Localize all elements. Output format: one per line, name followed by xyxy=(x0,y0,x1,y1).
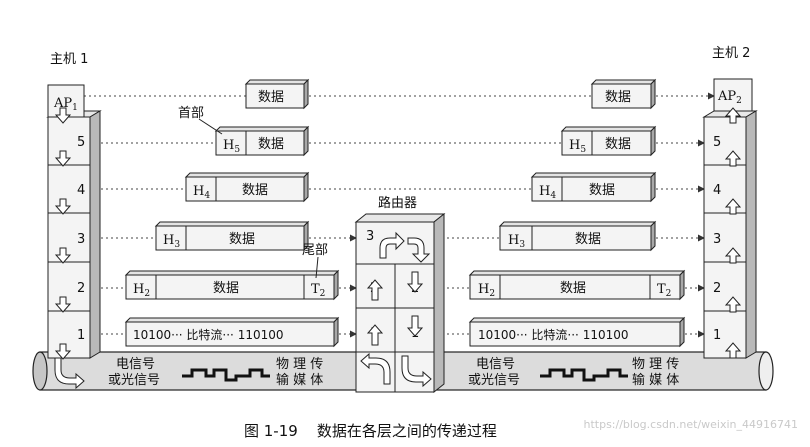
right-packet-app: 数据 xyxy=(590,78,657,110)
curved-arrow-icon xyxy=(401,355,432,388)
down-arrow-icon xyxy=(54,343,72,360)
right-app-data: 数据 xyxy=(605,90,631,105)
left-l2-data: 数据 xyxy=(213,281,239,296)
right-l4-data: 数据 xyxy=(589,183,615,198)
host1-label: 主机 1 xyxy=(50,52,88,67)
trailer-pointer xyxy=(315,256,319,279)
left-signal-waveform xyxy=(182,368,270,382)
right-l2-data: 数据 xyxy=(560,281,586,296)
up-arrow-icon xyxy=(724,107,742,124)
host1-layer-2: 2 xyxy=(77,281,85,296)
host2-layer-numbers: 5 4 3 2 1 xyxy=(713,135,721,343)
left-media-line1: 物 理 传 xyxy=(276,357,323,372)
left-signal-line2: 或光信号 xyxy=(108,373,160,388)
left-h4: H4 xyxy=(193,184,210,201)
left-h5: H5 xyxy=(223,138,240,155)
host1-curved-arrow-icon xyxy=(54,357,85,390)
host1-down-arrows xyxy=(54,107,72,360)
down-arrow-icon xyxy=(54,150,72,167)
up-arrow-icon xyxy=(724,247,742,264)
right-bitstream: 10100··· 比特流··· 110100 xyxy=(478,327,629,342)
right-h4: H4 xyxy=(539,184,556,201)
left-packet-l4: H4 数据 xyxy=(184,171,310,203)
host2-app-label: AP2 xyxy=(717,89,742,106)
left-packets: 数据 H5 数据 H4 数据 H3 数据 xyxy=(124,78,340,348)
host1-layer-1: 1 xyxy=(77,328,85,343)
host1-layer-5: 5 xyxy=(77,135,85,150)
down-arrow-icon xyxy=(54,247,72,264)
left-l5-data: 数据 xyxy=(258,137,284,152)
up-arrow-icon xyxy=(724,150,742,167)
host1-layer-numbers: 5 4 3 2 1 xyxy=(77,135,85,343)
host1-stack xyxy=(46,84,102,359)
down-arrow-icon xyxy=(54,296,72,313)
up-arrow-icon xyxy=(724,342,742,359)
left-packet-l2: H2 数据 T2 xyxy=(124,269,340,301)
right-packet-l2: H2 数据 T2 xyxy=(468,269,686,301)
left-l3-data: 数据 xyxy=(229,232,255,247)
right-media-line2: 输 媒 体 xyxy=(632,372,679,388)
host2-layer-2: 2 xyxy=(713,281,721,296)
right-l3-data: 数据 xyxy=(575,232,601,247)
right-h3: H3 xyxy=(508,233,525,250)
down-arrow-icon xyxy=(54,198,72,215)
curved-arrow-icon xyxy=(379,231,405,259)
curved-arrow-icon xyxy=(407,237,431,263)
right-l5-data: 数据 xyxy=(605,137,631,152)
left-t2: T2 xyxy=(311,282,325,299)
host2-app-box xyxy=(713,78,753,112)
left-packet-l3: H3 数据 xyxy=(154,220,310,252)
figure-caption: 图 1-19 数据在各层之间的传递过程 xyxy=(244,422,497,440)
right-t2: T2 xyxy=(657,282,671,299)
left-packet-app: 数据 xyxy=(244,78,310,110)
right-h5: H5 xyxy=(569,138,586,155)
left-h3: H3 xyxy=(163,233,180,250)
router-label: 路由器 xyxy=(378,195,417,211)
down-arrow-icon xyxy=(406,315,424,337)
right-signal-line1: 电信号 xyxy=(476,357,515,372)
up-arrow-icon xyxy=(366,324,384,346)
down-arrow-icon xyxy=(406,271,424,293)
left-signal-line1: 电信号 xyxy=(116,357,155,372)
header-pointer xyxy=(198,118,223,135)
host1-layer-4: 4 xyxy=(77,183,85,198)
right-signal-line2: 或光信号 xyxy=(468,373,520,388)
host1-layer-3: 3 xyxy=(77,232,85,247)
host2-layer-3: 3 xyxy=(713,232,721,247)
host2-up-arrows xyxy=(724,107,742,359)
host2-layer-5: 5 xyxy=(713,135,721,150)
right-h2: H2 xyxy=(478,282,495,299)
host2-label: 主机 2 xyxy=(712,46,750,61)
host2-layer-4: 4 xyxy=(713,183,721,198)
right-signal-waveform xyxy=(540,368,628,382)
router-arrows xyxy=(360,231,432,388)
left-app-data: 数据 xyxy=(258,90,284,105)
right-packets: 数据 H5 数据 H4 数据 H3 数据 xyxy=(468,78,686,348)
right-packet-l3: H3 数据 xyxy=(498,220,657,252)
right-packet-l4: H4 数据 xyxy=(530,171,657,203)
down-arrow-icon xyxy=(54,107,72,124)
host1-app-label: AP1 xyxy=(53,96,78,113)
curved-arrow-icon xyxy=(360,352,391,385)
watermark: https://blog.csdn.net/weixin_44916741 xyxy=(583,418,798,431)
left-packet-l5: H5 数据 xyxy=(214,125,310,157)
left-bitstream: 10100··· 比特流··· 110100 xyxy=(133,327,284,342)
trailer-label: 尾部 xyxy=(302,243,328,258)
left-h2: H2 xyxy=(133,282,150,299)
left-l4-data: 数据 xyxy=(242,183,268,198)
up-arrow-icon xyxy=(366,279,384,301)
left-media-line2: 输 媒 体 xyxy=(276,372,323,388)
up-arrow-icon xyxy=(724,198,742,215)
right-packet-l1: 10100··· 比特流··· 110100 xyxy=(468,316,686,348)
host2-layer-1: 1 xyxy=(713,328,721,343)
up-arrow-icon xyxy=(724,296,742,313)
header-label: 首部 xyxy=(178,106,204,121)
left-packet-l1: 10100··· 比特流··· 110100 xyxy=(124,316,340,348)
peer-dotted-lines xyxy=(78,92,715,338)
right-media-line1: 物 理 传 xyxy=(632,357,679,372)
right-packet-l5: H5 数据 xyxy=(560,125,657,157)
router-layer-3: 3 xyxy=(366,229,374,244)
